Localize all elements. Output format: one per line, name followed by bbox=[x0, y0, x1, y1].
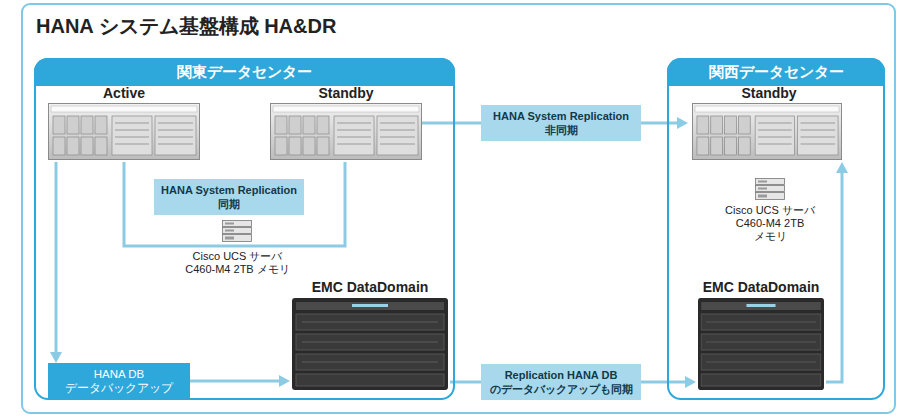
connector bbox=[50, 162, 62, 363]
outer-frame bbox=[22, 4, 895, 413]
replication-label: HANA System Replication 非同期 bbox=[481, 105, 641, 141]
server-illustration bbox=[49, 104, 200, 160]
connector-line bbox=[124, 162, 345, 246]
storage-illustration bbox=[698, 298, 824, 390]
server-illustration bbox=[692, 104, 841, 160]
server-illustration bbox=[271, 104, 422, 160]
diagram-title: HANA システム基盤構成 HA&DR bbox=[36, 13, 336, 40]
datacenter-panel: 関西データセンターStandbyCisco UCS サーバ C460-M4 2T… bbox=[667, 58, 885, 400]
connector-line bbox=[190, 380, 280, 383]
connector-line bbox=[55, 162, 58, 353]
connector bbox=[826, 162, 848, 382]
hardware-spec: Cisco UCS サーバ C460-M4 2TB メモリ bbox=[180, 250, 295, 296]
connector bbox=[190, 375, 290, 387]
panel-heading: 関西データセンター bbox=[667, 58, 885, 86]
hardware-spec: Cisco UCS サーバ C460-M4 2TB メモリ bbox=[718, 204, 822, 252]
connector-line bbox=[826, 172, 842, 382]
storage-illustration bbox=[292, 298, 448, 390]
arrow-head bbox=[279, 375, 290, 387]
server-node: Standby bbox=[688, 84, 850, 162]
node-text: Cisco UCS サーバ C460-M4 2TB メモリ bbox=[718, 204, 822, 243]
connector bbox=[124, 162, 345, 246]
node-text: Active bbox=[48, 84, 200, 102]
server-node: Standby bbox=[270, 84, 422, 162]
storage-node: EMC DataDomain bbox=[696, 278, 826, 392]
node-text: Cisco UCS サーバ C460-M4 2TB メモリ bbox=[180, 250, 295, 276]
arrow-head bbox=[677, 117, 688, 129]
arrow-head bbox=[836, 162, 848, 173]
arrow-head bbox=[50, 352, 62, 363]
replication-label: Replication HANA DB のデータバックアップも同期 bbox=[481, 364, 641, 400]
storage-node: EMC DataDomain bbox=[290, 278, 450, 392]
box-text: HANA DB データバックアップ bbox=[63, 367, 175, 395]
arrow-head bbox=[685, 376, 696, 388]
node-text: EMC DataDomain bbox=[290, 278, 450, 296]
panel-heading: 関東データセンター bbox=[34, 58, 455, 86]
backup-box: HANA DB データバックアップ bbox=[48, 363, 190, 399]
node-text: Standby bbox=[688, 84, 850, 102]
node-text: Standby bbox=[270, 84, 422, 102]
node-text: EMC DataDomain bbox=[696, 278, 826, 296]
ucs-server-icon bbox=[223, 221, 252, 242]
replication-label: HANA System Replication 同期 bbox=[154, 179, 304, 215]
server-node: Active bbox=[48, 84, 200, 162]
ucs-server-icon bbox=[756, 179, 785, 200]
datacenter-panel: 関東データセンターActive StandbyCisco UCS サーバ C460… bbox=[34, 58, 455, 400]
